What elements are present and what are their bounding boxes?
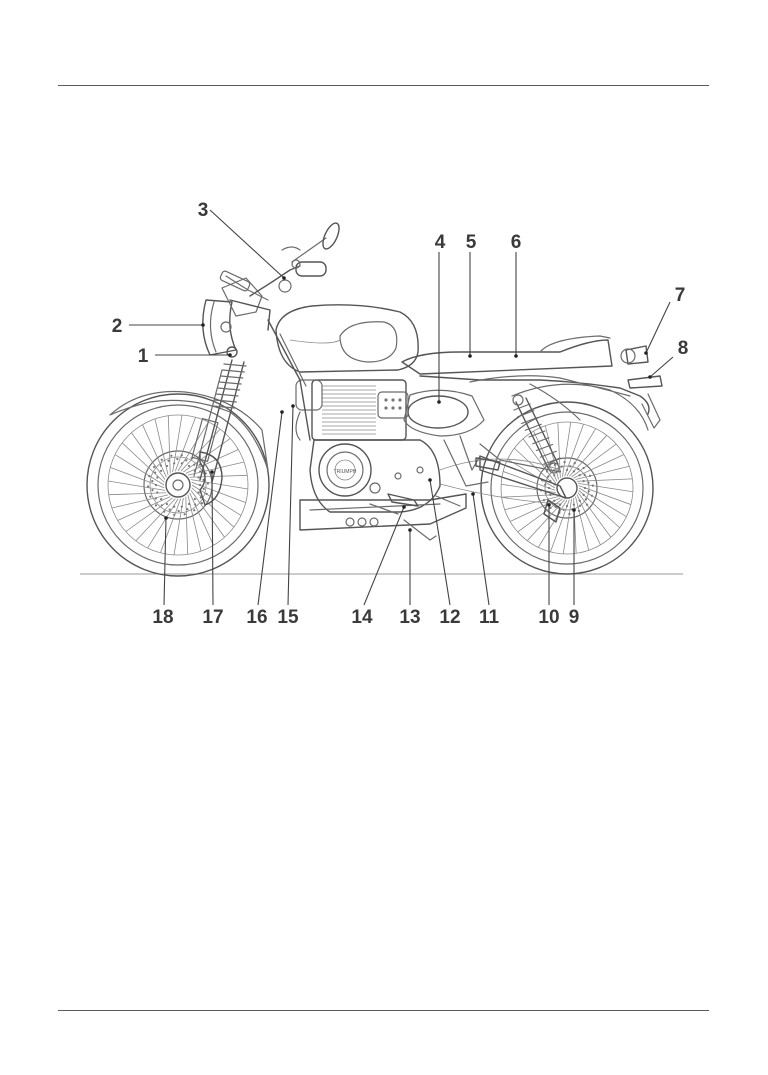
callout-14: 14: [351, 607, 373, 628]
engine: TRIUMPH: [295, 379, 441, 513]
top-rule: [58, 85, 709, 86]
callout-13: 13: [399, 607, 420, 628]
motorcycle-illustration: TRIUMPH: [86, 222, 663, 577]
side-panel: [403, 389, 485, 437]
callout-10: 10: [538, 607, 559, 628]
callout-7: 7: [675, 285, 686, 306]
callout-3: 3: [198, 200, 209, 221]
bottom-rule: [58, 1010, 709, 1011]
front-wheel: [86, 393, 270, 577]
fuel-tank: [275, 304, 419, 373]
leader-lines: [129, 209, 674, 606]
leader-dots: [164, 276, 652, 532]
callout-5: 5: [466, 232, 477, 253]
callout-16: 16: [246, 607, 267, 628]
mirror: [281, 222, 340, 263]
callout-6: 6: [511, 232, 522, 253]
callout-18: 18: [152, 607, 173, 628]
callout-17: 17: [202, 607, 223, 628]
callout-2: 2: [112, 316, 123, 337]
callout-11: 11: [479, 607, 500, 628]
rear-light: [620, 345, 649, 365]
handlebars: [219, 259, 327, 301]
seat: [401, 335, 613, 375]
svg-text:TRIUMPH: TRIUMPH: [334, 469, 357, 475]
rear-wheel: [480, 401, 654, 575]
callout-8: 8: [678, 338, 689, 359]
callout-labels: 1 2 3 4 5 6 7 8 9 10 11 12 13 14 15 16 1…: [112, 200, 689, 628]
rear-shock: [512, 394, 561, 474]
callout-1: 1: [138, 346, 149, 367]
callout-4: 4: [435, 232, 446, 253]
callout-12: 12: [439, 607, 460, 628]
exhaust: [299, 493, 467, 531]
callout-15: 15: [277, 607, 299, 628]
callout-9: 9: [569, 607, 580, 628]
